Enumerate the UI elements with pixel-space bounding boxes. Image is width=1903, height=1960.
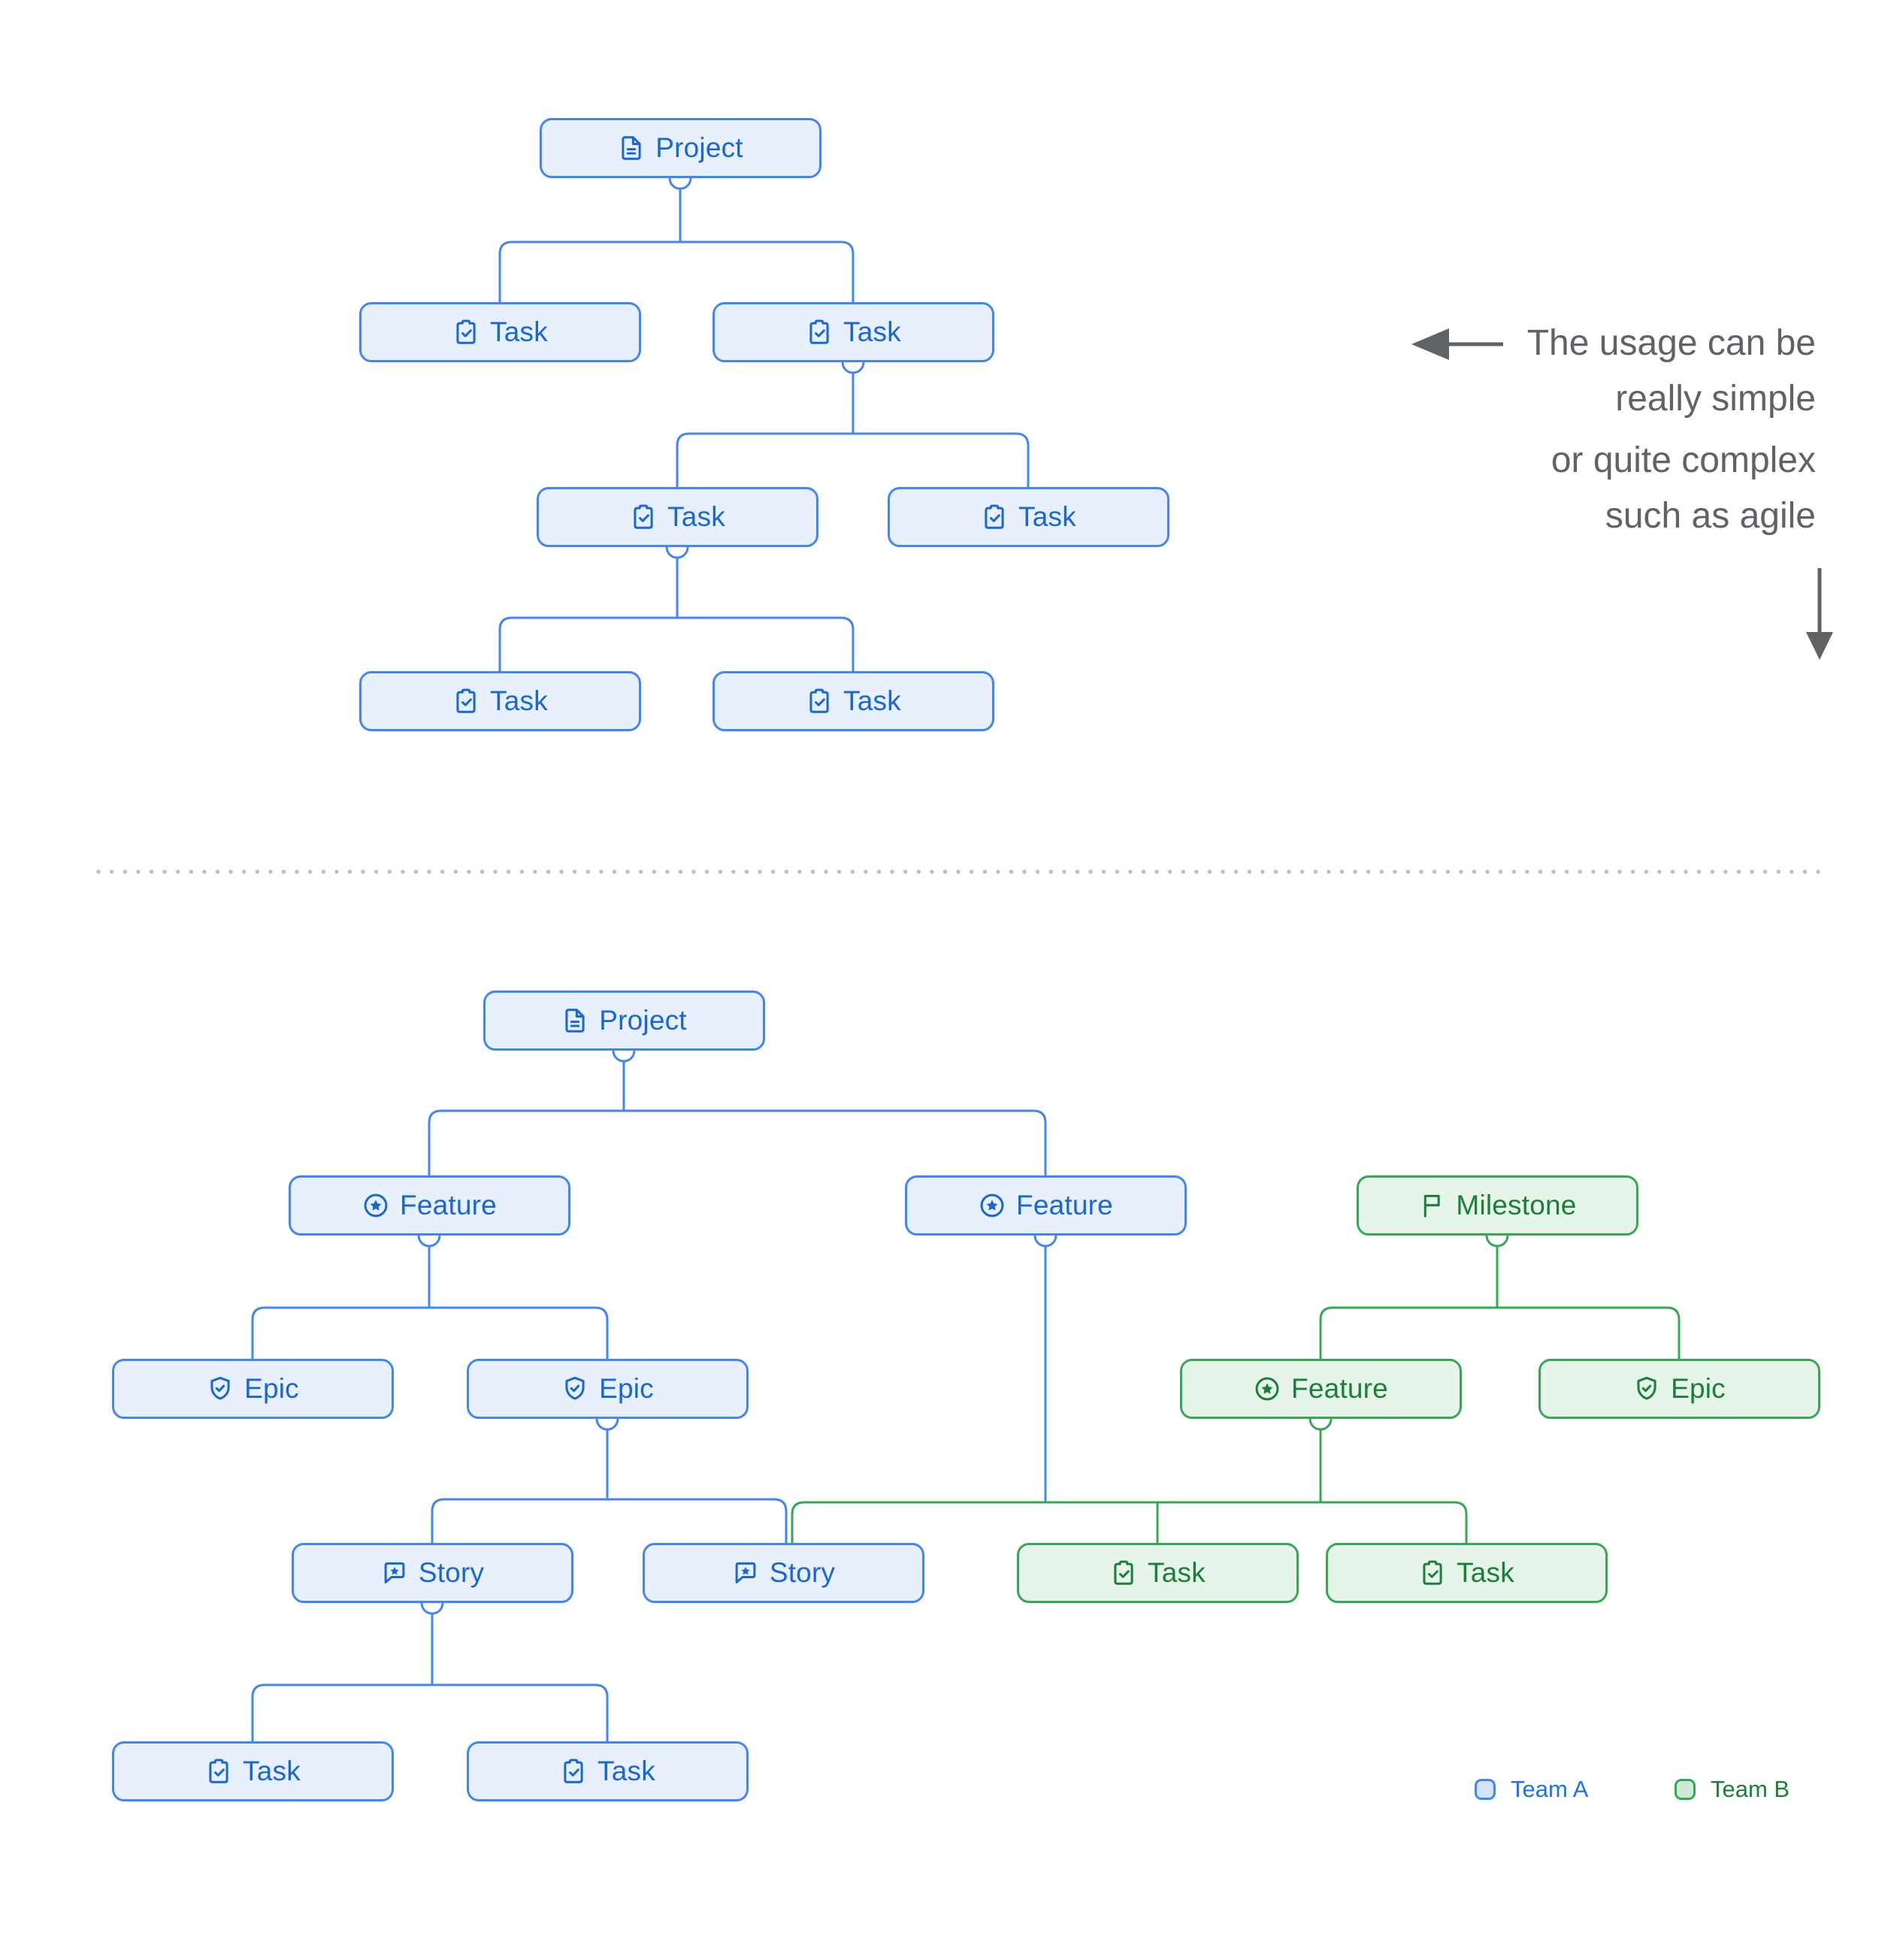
clipboard-check-icon	[980, 503, 1009, 531]
node-task: Task	[1325, 1543, 1608, 1603]
node-task: Task	[359, 671, 641, 731]
node-label: Task	[490, 685, 548, 716]
node-task: Task	[359, 302, 641, 362]
node-label: Task	[243, 1756, 301, 1786]
node-task: Task	[466, 1741, 749, 1801]
node-label: Task	[598, 1756, 655, 1786]
star-circle-icon	[1253, 1375, 1281, 1403]
node-label: Feature	[1291, 1373, 1388, 1404]
annotation-complex: or quite complex such as agile	[1551, 433, 1816, 544]
shield-check-icon	[1632, 1375, 1661, 1403]
legend-label: Team B	[1711, 1776, 1790, 1802]
clipboard-check-icon	[452, 687, 480, 715]
node-feature: Feature	[904, 1175, 1187, 1236]
node-label: Milestone	[1456, 1190, 1577, 1220]
node-label: Epic	[244, 1373, 299, 1404]
node-task: Task	[712, 671, 994, 731]
node-label: Feature	[1016, 1190, 1113, 1220]
node-label: Task	[843, 685, 901, 716]
node-label: Task	[1148, 1557, 1206, 1588]
annotation-line: really simple	[1615, 379, 1816, 419]
node-milestone: Milestone	[1356, 1175, 1638, 1236]
node-label: Story	[769, 1557, 836, 1588]
node-story: Story	[642, 1543, 924, 1603]
node-task: Task	[111, 1741, 394, 1801]
node-label: Feature	[400, 1190, 497, 1220]
node-label: Story	[418, 1557, 485, 1588]
node-label: Task	[667, 501, 725, 532]
document-icon	[561, 1006, 589, 1035]
node-label: Epic	[1671, 1373, 1726, 1404]
node-label: Task	[1457, 1557, 1514, 1588]
node-label: Project	[655, 132, 743, 163]
team-b-swatch-icon	[1675, 1779, 1696, 1800]
shield-check-icon	[206, 1375, 234, 1403]
node-label: Project	[599, 1005, 687, 1036]
annotation-line: or quite complex	[1551, 440, 1816, 480]
team-a-connectors	[251, 178, 1047, 1741]
node-label: Epic	[599, 1373, 654, 1404]
node-feature: Feature	[288, 1175, 570, 1236]
node-task: Task	[887, 487, 1169, 547]
annotation-line: such as agile	[1605, 496, 1816, 536]
star-circle-icon	[362, 1191, 390, 1220]
node-epic: Epic	[466, 1359, 749, 1419]
node-task: Task	[1016, 1543, 1299, 1603]
node-epic: Epic	[1538, 1359, 1820, 1419]
team-a-swatch-icon	[1475, 1779, 1496, 1800]
clipboard-check-icon	[452, 318, 480, 346]
star-circle-icon	[978, 1191, 1006, 1220]
message-star-icon	[380, 1559, 409, 1587]
clipboard-check-icon	[1418, 1559, 1447, 1587]
clipboard-check-icon	[629, 503, 658, 531]
annotation-line: The usage can be	[1526, 323, 1816, 363]
node-label: Task	[490, 316, 548, 347]
clipboard-check-icon	[805, 687, 834, 715]
clipboard-check-icon	[204, 1757, 233, 1786]
team-b-connectors	[791, 1236, 1681, 1543]
left-arrow-icon	[1411, 328, 1503, 360]
clipboard-check-icon	[805, 318, 834, 346]
node-task: Task	[536, 487, 818, 547]
shield-check-icon	[561, 1375, 589, 1403]
node-project: Project	[483, 991, 765, 1051]
legend-label: Team A	[1511, 1776, 1589, 1802]
node-project: Project	[539, 118, 821, 178]
down-arrow-icon	[1806, 568, 1833, 660]
message-star-icon	[731, 1559, 760, 1587]
clipboard-check-icon	[559, 1757, 588, 1786]
flag-icon	[1417, 1191, 1446, 1220]
node-label: Task	[843, 316, 901, 347]
node-feature: Feature	[1179, 1359, 1462, 1419]
node-story: Story	[291, 1543, 573, 1603]
legend-team-a: Team A	[1475, 1776, 1588, 1803]
annotation-simple: The usage can be really simple	[1527, 316, 1816, 427]
clipboard-check-icon	[1109, 1559, 1138, 1587]
node-epic: Epic	[111, 1359, 394, 1419]
node-task: Task	[712, 302, 994, 362]
legend-team-b: Team B	[1675, 1776, 1790, 1803]
node-label: Task	[1018, 501, 1076, 532]
document-icon	[617, 134, 646, 162]
